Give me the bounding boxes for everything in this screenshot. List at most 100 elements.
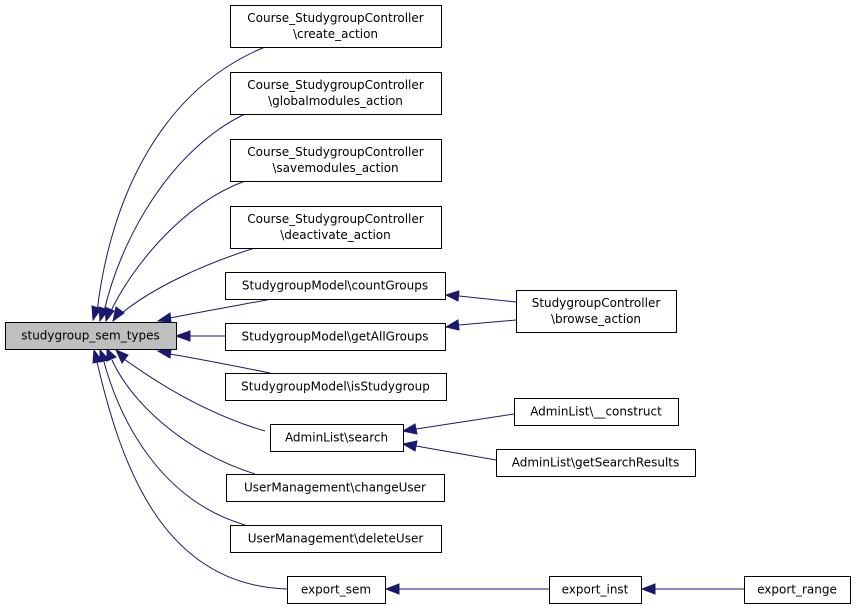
node-box [230,206,442,249]
node-label: \deactivate_action [280,228,391,242]
arrowhead-icon [401,423,418,435]
node-construct[interactable]: AdminList\__construct [514,398,679,426]
node-box [225,373,447,401]
node-label: StudygroupModel\countGroups [242,279,428,293]
edge-browse_action-to-getAllGroups [444,319,517,331]
node-export-range[interactable]: export_range [744,576,851,604]
node-box [230,525,442,553]
edge-line [109,180,246,314]
arrowhead-icon [99,348,110,363]
arrowhead-icon [104,306,115,323]
node-browse-action[interactable]: StudygroupController \browse_action [516,290,677,333]
node-changeUser[interactable]: UserManagement\changeUser [226,474,445,502]
edge-savemodules_action-to-root [104,180,246,323]
edge-line [103,361,246,526]
edge-isStudygroup-to-root [156,348,271,374]
arrowhead-icon [444,290,460,302]
node-deactivate-action[interactable]: Course_StudygroupController \deactivate_a… [230,206,442,249]
node-box [287,576,386,604]
edge-line [458,319,517,326]
arrowhead-icon [106,347,117,362]
arrowhead-icon [401,440,418,452]
node-box [5,322,177,350]
node-box [230,139,442,182]
nodes-layer: studygroup_sem_types Course_StudygroupCon… [5,5,851,604]
edge-deactivate_action-to-root [112,247,256,323]
edge-getSearchResults-to-search [401,440,497,461]
node-label: UserManagement\deleteUser [248,532,424,546]
edge-changeUser-to-root [106,347,256,475]
node-savemodules-action[interactable]: Course_StudygroupController \savemodules_… [230,139,442,182]
node-getSearchResults[interactable]: AdminList\getSearchResults [496,449,696,477]
edge-line [111,359,256,475]
node-label: StudygroupController [532,296,661,310]
edge-countGroups-to-root [156,298,273,323]
arrowhead-icon [156,312,172,323]
edge-line [96,46,266,313]
node-search[interactable]: AdminList\search [270,424,404,452]
edge-construct-to-search [401,413,515,435]
node-box [549,576,642,604]
node-box [230,5,442,48]
arrowhead-icon [112,306,125,323]
node-label: \savemodules_action [272,161,398,175]
node-label: StudygroupModel\isStudygroup [241,380,430,394]
node-label: StudygroupModel\getAllGroups [242,330,429,344]
node-deleteUser[interactable]: UserManagement\deleteUser [230,525,442,553]
node-countGroups[interactable]: StudygroupModel\countGroups [225,272,446,300]
edge-line [121,247,256,314]
node-label: Course_StudygroupController [247,145,423,159]
edge-line [458,295,517,303]
edge-deleteUser-to-root [99,348,246,526]
node-isStudygroup[interactable]: StudygroupModel\isStudygroup [225,373,447,401]
arrowhead-icon [174,330,191,342]
arrowhead-icon [640,583,656,595]
node-label: \globalmodules_action [268,94,403,108]
node-globalmodules-action[interactable]: Course_StudygroupController \globalmodule… [230,72,442,115]
node-box [496,449,696,477]
edge-browse_action-to-countGroups [444,290,517,303]
node-export-sem[interactable]: export_sem [287,576,386,604]
edge-export_range-to-export_inst [640,583,744,595]
edge-line [169,298,273,319]
node-getAllGroups[interactable]: StudygroupModel\getAllGroups [225,323,446,351]
node-box [744,576,851,604]
edge-line [415,413,515,430]
node-box [225,323,446,351]
edge-line [415,445,497,461]
arrowhead-icon [156,348,172,359]
node-box [225,272,446,300]
node-label: \browse_action [551,312,641,326]
edge-line [123,358,266,432]
edge-line [103,113,246,313]
arrowhead-icon [115,349,129,364]
node-label: Course_StudygroupController [247,78,423,92]
edge-search-to-root [115,349,266,432]
node-label: AdminList\getSearchResults [512,456,680,470]
node-label: export_inst [562,583,629,597]
edge-export_sem-to-root [92,348,288,590]
node-label: UserManagement\changeUser [244,481,426,495]
arrowhead-icon [384,583,400,595]
node-label: studygroup_sem_types [21,329,160,343]
node-label: AdminList\__construct [530,405,662,419]
edge-export_inst-to-export_sem [384,583,549,595]
edges-layer [91,46,744,595]
node-label: \create_action [293,27,378,41]
edge-line [169,353,271,374]
node-label: export_sem [301,583,371,597]
edge-getAllGroups-to-root [174,330,225,342]
root-node[interactable]: studygroup_sem_types [5,322,177,350]
edge-globalmodules_action-to-root [98,113,246,323]
node-box [516,290,677,333]
node-export-inst[interactable]: export_inst [549,576,642,604]
node-label: export_range [757,583,837,597]
edge-line [96,361,288,590]
node-box [514,398,679,426]
node-create-action[interactable]: Course_StudygroupController \create_actio… [230,5,442,48]
node-box [230,72,442,115]
node-label: Course_StudygroupController [247,212,423,226]
node-label: Course_StudygroupController [247,11,423,25]
node-box [270,424,404,452]
